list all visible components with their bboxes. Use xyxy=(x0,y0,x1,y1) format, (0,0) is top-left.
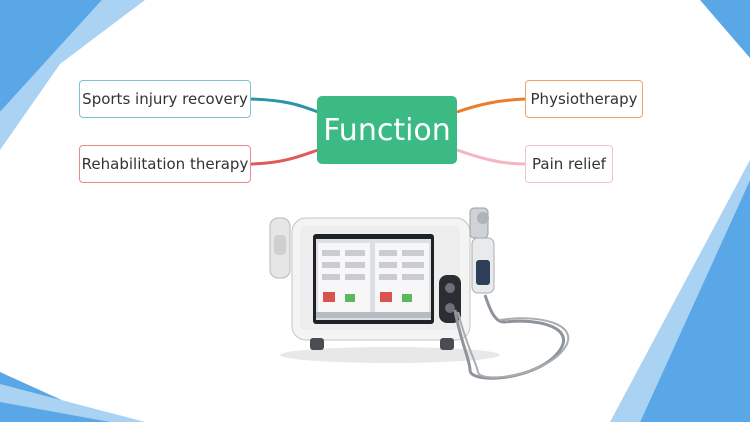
branch-physiotherapy: Physiotherapy xyxy=(525,80,643,118)
bottom-left-light-corner xyxy=(0,384,145,422)
branch-label: Pain relief xyxy=(532,155,606,173)
center-node-function: Function xyxy=(317,96,457,164)
connector-rehab xyxy=(250,148,319,166)
branch-rehabilitation-therapy: Rehabilitation therapy xyxy=(79,145,251,183)
bottom-right-light-corner xyxy=(610,160,750,422)
branch-label: Physiotherapy xyxy=(530,90,638,108)
device-illustration xyxy=(269,207,570,380)
top-right-blue-corner xyxy=(700,0,750,58)
connector-pain xyxy=(456,148,526,166)
branch-label: Sports injury recovery xyxy=(82,90,248,108)
branch-label: Rehabilitation therapy xyxy=(81,155,249,173)
branch-sports-injury-recovery: Sports injury recovery xyxy=(79,80,251,118)
center-label: Function xyxy=(323,112,451,148)
connector-sports xyxy=(250,97,319,114)
connector-physio xyxy=(456,97,526,114)
branch-pain-relief: Pain relief xyxy=(525,145,613,183)
